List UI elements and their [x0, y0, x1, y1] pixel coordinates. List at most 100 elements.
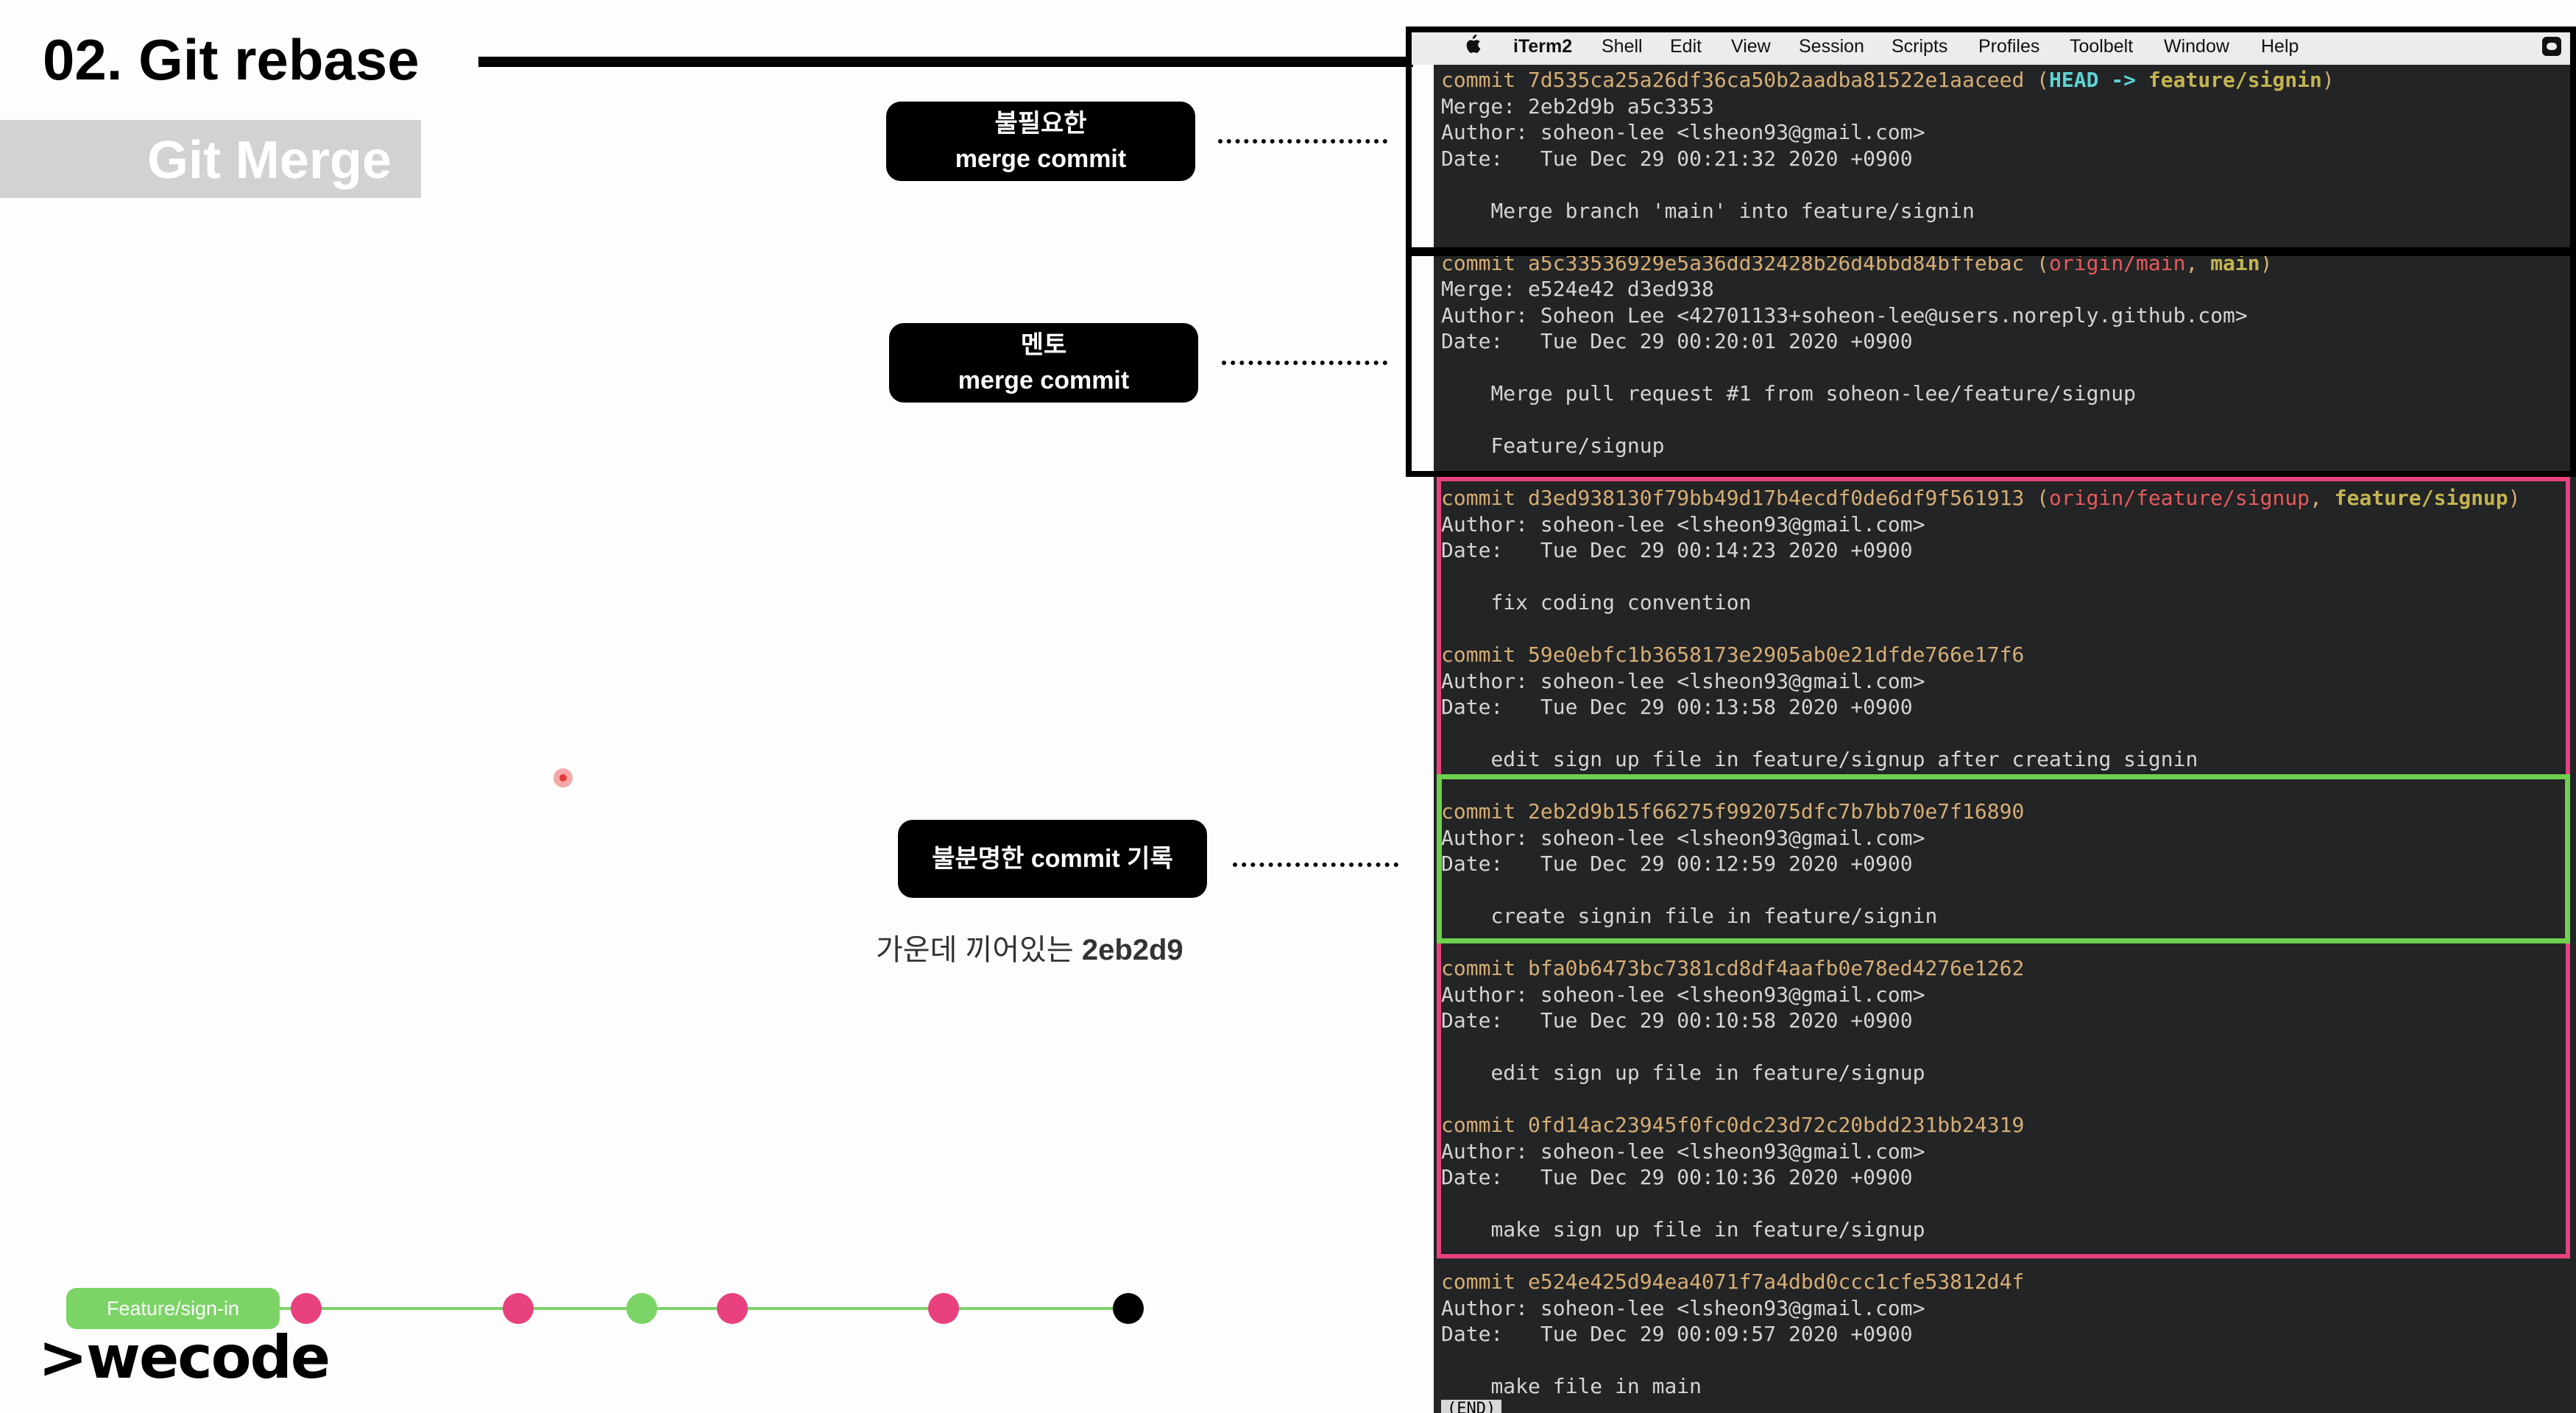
commit-hash: 7d535ca25a26df36ca50b2aadba81522e1aaceed [1528, 68, 2025, 92]
commit-message: make file in main [1441, 1374, 1702, 1399]
commit-message: edit sign up file in feature/signup [1441, 1060, 1925, 1086]
callout-line: merge commit [955, 145, 1127, 173]
menu-shell[interactable]: Shell [1602, 36, 1643, 57]
callout-line: 멘토 [1020, 331, 1067, 359]
commit-line: commit bfa0b6473bc7381cd8df4aafb0e78ed42… [1441, 956, 2024, 981]
commit-message: edit sign up file in feature/signup afte… [1441, 747, 2198, 772]
callout-caption: 가운데 끼어있는 2eb2d9 [876, 926, 1183, 968]
branch-line [280, 1307, 1133, 1310]
callout-leader [1222, 361, 1387, 365]
frame-interleaved-commit [1437, 774, 2570, 943]
date-line: Date: Tue Dec 29 00:21:32 2020 +0900 [1441, 146, 1913, 171]
commit-line: commit 59e0ebfc1b3658173e2905ab0e21dfde7… [1441, 642, 2024, 667]
menu-view[interactable]: View [1731, 36, 1771, 57]
commit-message: create signin file in feature/signin [1441, 904, 1937, 929]
date-line: Date: Tue Dec 29 00:10:58 2020 +0900 [1441, 1008, 1913, 1033]
menu-profiles[interactable]: Profiles [1978, 36, 2040, 57]
callout-leader [1218, 139, 1387, 144]
date-line: Date: Tue Dec 29 00:13:58 2020 +0900 [1441, 695, 1913, 719]
caption-hash: 2eb2d9 [1081, 934, 1183, 966]
control-center-icon[interactable] [2542, 37, 2561, 56]
branch-label: Feature/sign-in [66, 1288, 280, 1329]
wecode-logo: >wecode [38, 1323, 330, 1392]
author-line: Author: soheon-lee <lsheon93@gmail.com> [1441, 512, 1925, 536]
commit-message: Feature/signup [1441, 433, 1664, 458]
commit-message-text: fix coding convention [1490, 590, 1752, 615]
ref-paren: ) [2508, 486, 2521, 510]
commit-keyword: commit [1441, 486, 1529, 510]
callout-line: merge commit [958, 366, 1130, 394]
commit-keyword: commit [1441, 799, 1529, 824]
pager-end-marker: (END) [1441, 1400, 1502, 1413]
ref-local: feature/signin [2148, 68, 2322, 92]
menu-session[interactable]: Session [1799, 36, 1864, 57]
apple-icon[interactable] [1465, 34, 1481, 54]
author-line: Author: soheon-lee <lsheon93@gmail.com> [1441, 1296, 1925, 1320]
commit-line: commit 2eb2d9b15f66275f992075dfc7b7bb70e… [1441, 799, 2024, 824]
commit-keyword: commit [1441, 1269, 1529, 1294]
caption-text: 가운데 끼어있는 [876, 934, 1082, 966]
commit-node [1113, 1293, 1144, 1324]
merge-line: Merge: 2eb2d9b a5c3353 [1441, 94, 1714, 118]
callout-unclear-history: 불분명한 commit 기록 [898, 820, 1207, 898]
frame-mentor-merge [1406, 247, 2576, 477]
callout-line: 불분명한 commit 기록 [932, 845, 1173, 873]
commit-keyword: commit [1441, 1113, 1529, 1137]
commit-node [291, 1293, 322, 1324]
commit-hash: 0fd14ac23945f0fc0dc23d72c20bdd231bb24319 [1528, 1113, 2025, 1137]
menu-toolbelt[interactable]: Toolbelt [2070, 36, 2134, 57]
merge-line: Merge: e524e42 d3ed938 [1441, 277, 1714, 301]
menu-help[interactable]: Help [2261, 36, 2299, 57]
ref-head: HEAD -> [2049, 68, 2148, 92]
commit-message: Merge branch 'main' into feature/signin [1441, 199, 1974, 224]
ref-local: feature/signup [2334, 486, 2508, 510]
date-line: Date: Tue Dec 29 00:10:36 2020 +0900 [1441, 1165, 1913, 1189]
date-line: Date: Tue Dec 29 00:20:01 2020 +0900 [1441, 329, 1913, 353]
date-line: Date: Tue Dec 29 00:14:23 2020 +0900 [1441, 538, 1913, 562]
commit-keyword: commit [1441, 68, 1529, 92]
commit-message-text: edit sign up file in feature/signup afte… [1490, 747, 2198, 771]
ref-paren: ( [2024, 251, 2050, 275]
commit-message-text: edit sign up file in feature/signup [1490, 1060, 1925, 1085]
commit-message: Merge pull request #1 from soheon-lee/fe… [1441, 381, 2136, 406]
commit-message-text: Merge pull request #1 from soheon-lee/fe… [1490, 381, 2137, 406]
callout-unneeded-merge: 불필요한 merge commit [886, 102, 1195, 181]
menu-window[interactable]: Window [2164, 36, 2229, 57]
commit-message-text: make sign up file in feature/signup [1490, 1217, 1925, 1242]
subtitle-banner: Git Merge [0, 120, 421, 198]
commit-keyword: commit [1441, 642, 1529, 667]
ref-paren: ( [2024, 68, 2050, 92]
commit-node [717, 1293, 748, 1324]
mouse-pointer [553, 768, 573, 787]
commit-message: fix coding convention [1441, 590, 1751, 615]
commit-line: commit a5c33536929e5a36dd32428b26d4bbd84… [1441, 251, 2272, 276]
commit-node [928, 1293, 959, 1324]
author-line: Author: soheon-lee <lsheon93@gmail.com> [1441, 982, 1925, 1007]
ref-paren: ) [2260, 251, 2273, 275]
title-underline [478, 57, 1413, 67]
commit-line: commit e524e425d94ea4071f7a4dbd0ccc1cfe5… [1441, 1269, 2024, 1295]
author-line: Author: soheon-lee <lsheon93@gmail.com> [1441, 826, 1925, 850]
commit-message: make sign up file in feature/signup [1441, 1217, 1925, 1242]
callout-line: 불필요한 [994, 110, 1087, 138]
commit-message-text: Feature/signup [1490, 433, 1665, 458]
commit-line: commit d3ed938130f79bb49d17b4ecdf0de6df9… [1441, 486, 2521, 511]
author-line: Author: Soheon Lee <42701133+soheon-lee@… [1441, 303, 2248, 327]
ref-sep: , [2185, 251, 2211, 275]
menu-edit[interactable]: Edit [1670, 36, 1702, 57]
date-line: Date: Tue Dec 29 00:09:57 2020 +0900 [1441, 1322, 1913, 1346]
ref-paren: ( [2024, 486, 2050, 510]
menu-scripts[interactable]: Scripts [1892, 36, 1948, 57]
callout-mentor-merge: 멘토 merge commit [889, 323, 1198, 403]
terminal-window[interactable] [1434, 65, 2576, 1413]
date-line: Date: Tue Dec 29 00:12:59 2020 +0900 [1441, 851, 1913, 876]
menu-app-iterm2[interactable]: iTerm2 [1513, 36, 1573, 57]
commit-line: commit 7d535ca25a26df36ca50b2aadba81522e… [1441, 68, 2335, 93]
commit-message-text: make file in main [1490, 1374, 1702, 1398]
author-line: Author: soheon-lee <lsheon93@gmail.com> [1441, 1139, 1925, 1164]
commit-node [503, 1293, 534, 1324]
commit-line: commit 0fd14ac23945f0fc0dc23d72c20bdd231… [1441, 1113, 2024, 1138]
slide-subtitle: Git Merge [146, 131, 392, 190]
commit-message-text: create signin file in feature/signin [1490, 904, 1938, 928]
ref-sep: , [2310, 486, 2335, 510]
